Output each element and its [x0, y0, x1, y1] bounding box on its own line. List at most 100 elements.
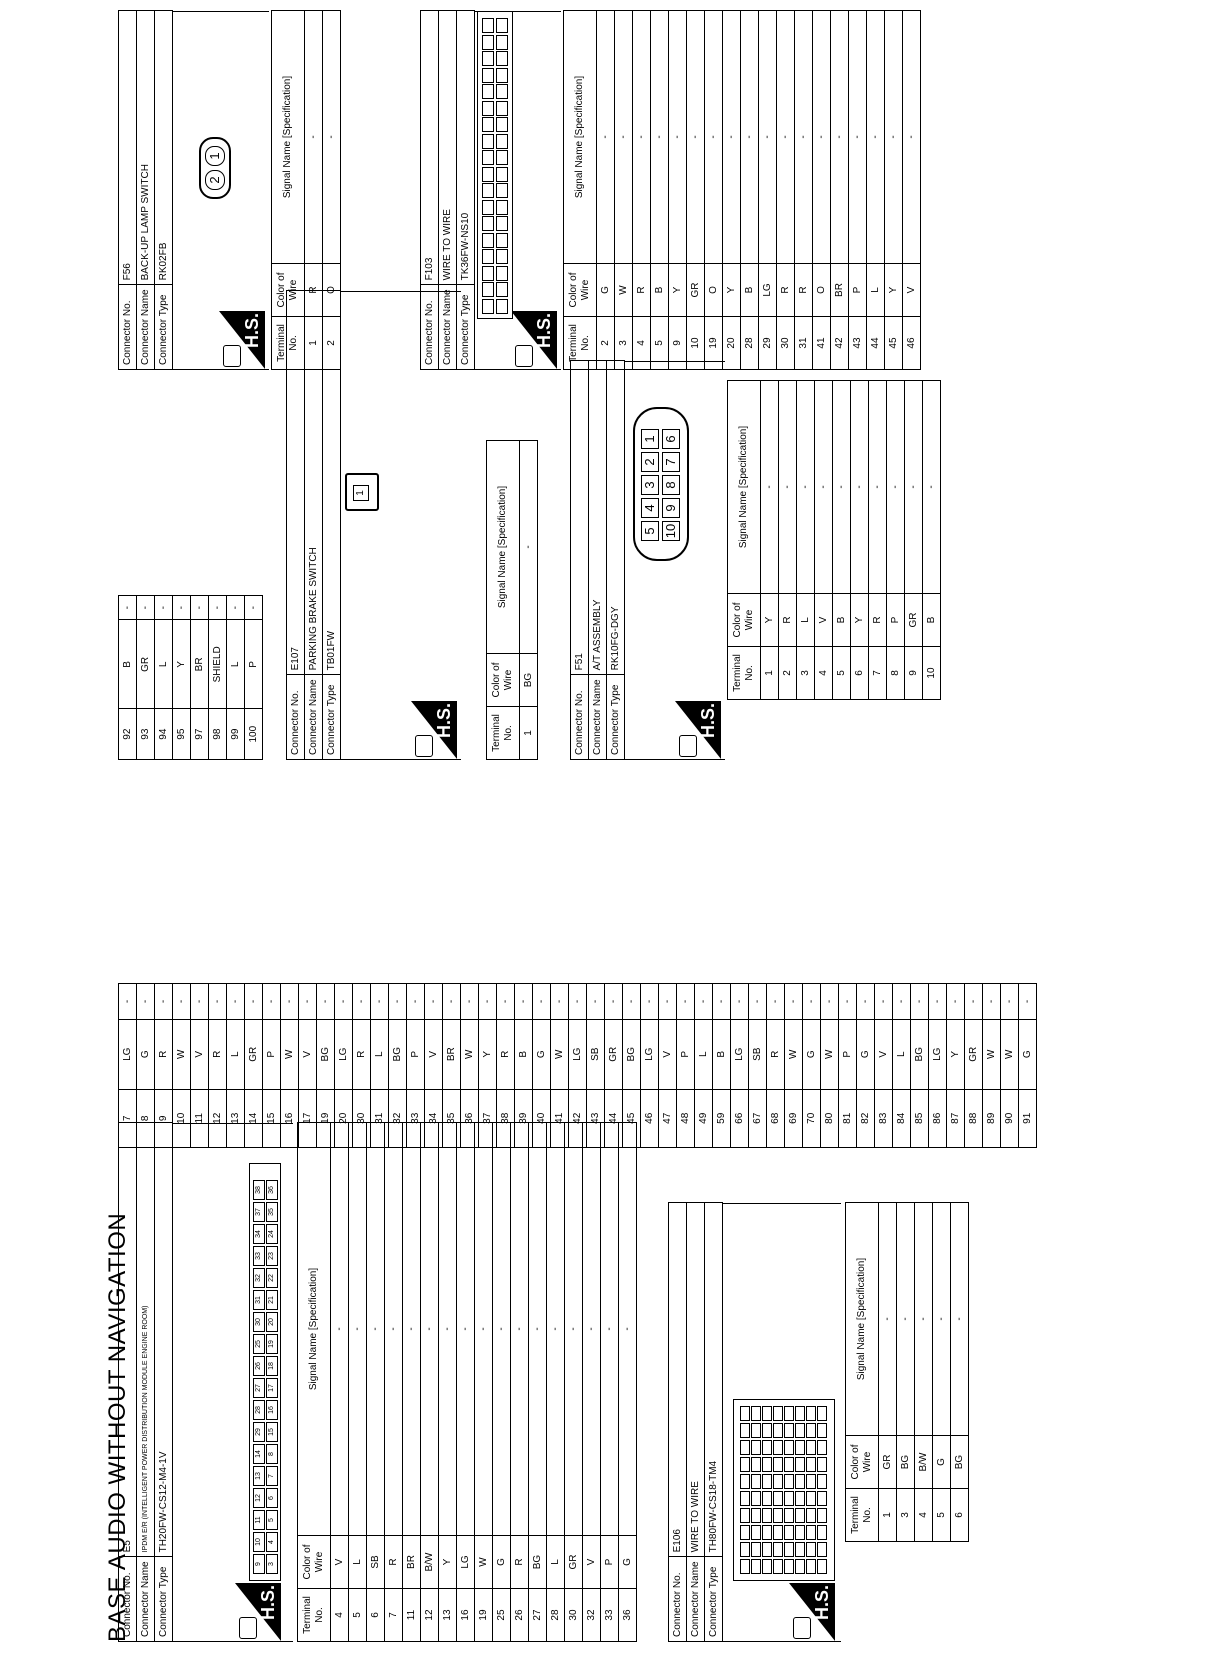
- connector-name-value: BACK-UP LAMP SWITCH: [136, 10, 155, 285]
- pin-slot: [762, 1508, 772, 1523]
- pin-slot: [762, 1559, 772, 1574]
- color-cell: P: [262, 1019, 281, 1090]
- color-cell: GR: [604, 1019, 623, 1090]
- terminal-cell: 7: [868, 646, 887, 700]
- pin-cell: 3: [266, 1554, 278, 1574]
- pin-slot: [795, 1525, 805, 1540]
- pin-cell: 9: [662, 498, 680, 518]
- connector-face-f103: [477, 11, 513, 319]
- color-cell: G: [492, 1535, 511, 1589]
- pin-slot: [806, 1491, 816, 1506]
- color-cell: W: [982, 1019, 1001, 1090]
- color-cell: Y: [172, 619, 191, 709]
- color-cell: R: [794, 263, 813, 317]
- signal-cell: -: [722, 10, 741, 264]
- pin-slot: [817, 1542, 827, 1557]
- color-cell: W: [280, 1019, 299, 1090]
- signal-cell: -: [884, 10, 903, 264]
- signal-cell: -: [298, 983, 317, 1020]
- pin-slot: [806, 1508, 816, 1523]
- pin-slot: [496, 117, 508, 133]
- color-cell: G: [136, 1019, 155, 1090]
- terminal-cell: 81: [838, 1089, 857, 1148]
- terminal-cell: 59: [712, 1089, 731, 1148]
- terminal-cell: 7: [384, 1588, 403, 1642]
- pin-slot: [482, 84, 494, 100]
- terminal-cell: 3: [796, 646, 815, 700]
- pin-slot: [773, 1542, 783, 1557]
- pin-slot: [817, 1440, 827, 1455]
- pin-slot: [762, 1440, 772, 1455]
- terminal-cell: 39: [514, 1089, 533, 1148]
- terminal-cell: 34: [424, 1089, 443, 1148]
- terminal-cell: 4: [814, 646, 833, 700]
- terminal-cell: 30: [352, 1089, 371, 1148]
- terminal-cell: 31: [370, 1089, 389, 1148]
- color-cell: V: [582, 1535, 601, 1589]
- signal-cell: -: [758, 10, 777, 264]
- pin-slot: [751, 1559, 761, 1574]
- connector-type-label: Connector Type: [322, 674, 341, 760]
- pin-slot: [806, 1423, 816, 1438]
- pin-slot: [496, 134, 508, 149]
- terminal-no-header: Terminal No.: [563, 316, 597, 370]
- signal-cell: -: [172, 983, 191, 1020]
- color-cell: B: [712, 1019, 731, 1090]
- signal-cell: -: [784, 983, 803, 1020]
- color-cell: P: [244, 619, 263, 709]
- pin-slot: [773, 1406, 783, 1421]
- signal-cell: -: [460, 983, 479, 1020]
- signal-cell: -: [190, 983, 209, 1020]
- terminal-cell: 9: [904, 646, 923, 700]
- pin-slot: [482, 167, 494, 182]
- signal-cell: -: [172, 595, 191, 620]
- color-cell: R: [632, 263, 651, 317]
- pin-slot: [482, 282, 494, 298]
- pin-slot: [496, 200, 508, 215]
- pin-slot: [751, 1440, 761, 1455]
- signal-cell: -: [474, 1122, 493, 1536]
- color-cell: G: [802, 1019, 821, 1090]
- signal-cell: -: [348, 1122, 367, 1536]
- connector-type-label: Connector Type: [456, 284, 475, 370]
- terminal-cell: 45: [622, 1089, 641, 1148]
- signal-cell: -: [519, 440, 538, 654]
- color-cell: LG: [730, 1019, 749, 1090]
- pin-slot: [817, 1423, 827, 1438]
- connector-no-label: Connector No.: [668, 1556, 687, 1642]
- pin-slot: [751, 1542, 761, 1557]
- signal-cell: -: [832, 380, 851, 594]
- signal-cell: -: [964, 983, 983, 1020]
- color-cell: BR: [402, 1535, 421, 1589]
- color-cell: Y: [668, 263, 687, 317]
- terminal-cell: 89: [982, 1089, 1001, 1148]
- pin-slot: [740, 1559, 750, 1574]
- terminal-cell: 88: [964, 1089, 983, 1148]
- connector-no-label: Connector No.: [118, 284, 137, 370]
- pin-slot: [806, 1457, 816, 1472]
- terminal-cell: 68: [766, 1089, 785, 1148]
- signal-cell: -: [190, 595, 209, 620]
- color-cell: LG: [118, 1019, 137, 1090]
- pin-cell: 8: [662, 475, 680, 495]
- terminal-cell: 28: [740, 316, 759, 370]
- color-cell: V: [330, 1535, 349, 1589]
- terminal-cell: 82: [856, 1089, 875, 1148]
- terminal-cell: 6: [950, 1488, 969, 1542]
- signal-cell: -: [406, 983, 425, 1020]
